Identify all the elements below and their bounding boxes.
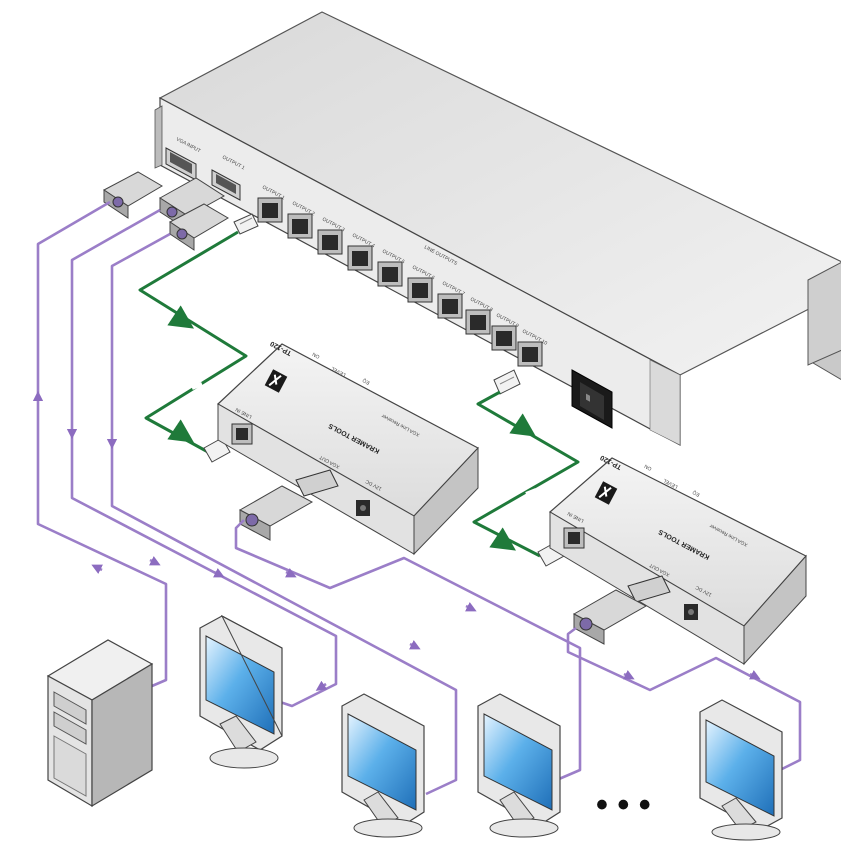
kramer-logo-icon [264,369,288,393]
vga-output-port[interactable] [211,169,241,201]
vga-cable-monitor-2 [110,232,458,796]
vga-cable-monitor-4 [566,626,802,774]
vga-cable-pc-input [36,200,168,688]
main-unit-end-cap [807,261,841,366]
vga-cable-monitor-1 [70,208,338,708]
twisted-pair-cable-1 [138,230,248,454]
vga-plug [103,171,163,219]
receiver-eq-label: EQ [692,489,701,498]
power-jack[interactable] [684,604,698,620]
xga-out-port[interactable] [295,469,339,497]
more-monitors-ellipsis: • • • [596,786,651,824]
receiver-on-label: ON [311,351,321,360]
vga-plug [572,589,648,645]
monitor-1-icon [199,614,283,769]
twisted-pair-cables [138,230,580,558]
vga-plug [238,485,314,541]
line-output-port[interactable] [257,197,283,223]
rj45-plug [493,369,521,395]
vga-cable-monitor-3 [234,519,582,784]
monitor-3-icon [477,693,561,838]
power-jack[interactable] [356,500,370,516]
line-output-port[interactable] [491,325,517,351]
monitor-4-icon [699,699,783,841]
monitor-2-icon [341,693,425,838]
rj45-plug [203,437,231,463]
receiver-unit-2: TP-120 ON LEVEL EQ XGA Line Receiver KRA… [548,453,807,666]
xga-out-port[interactable] [627,575,671,603]
receiver-eq-label: EQ [362,377,371,386]
receiver-unit-1: TP-120 ON LEVEL EQ XGA Line Receiver KRA… [216,339,479,556]
main-distribution-unit: VGA INPUT OUTPUT 1 LINE OUTPUTS OUTPUT 1… [154,11,841,447]
vga-cables [32,200,802,796]
rj45-plug [233,213,259,235]
pc-tower-icon [46,639,154,808]
line-output-port[interactable] [287,213,313,239]
kramer-logo-icon [594,481,618,505]
receiver-on-label: ON [643,463,653,472]
line-output-port[interactable] [347,245,373,271]
line-output-port[interactable] [437,293,463,319]
line-in-port[interactable] [563,527,585,549]
vga-plug [169,203,229,251]
line-output-port[interactable] [465,309,491,335]
line-output-port[interactable] [377,261,403,287]
line-output-port[interactable] [517,341,543,367]
vga-connectors-main [103,171,229,251]
line-output-port[interactable] [317,229,343,255]
line-output-ports [257,197,543,367]
line-output-port[interactable] [407,277,433,303]
power-inlet[interactable] [571,369,613,429]
line-in-port[interactable] [231,423,253,445]
